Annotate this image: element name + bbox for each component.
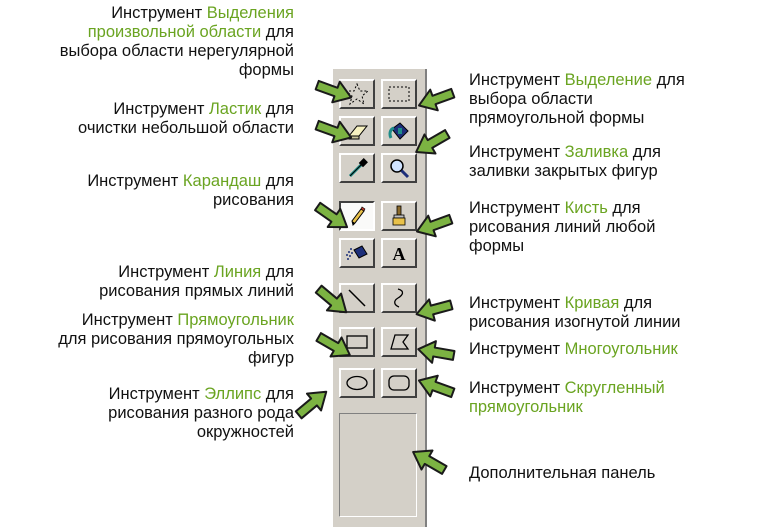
brush-icon — [392, 205, 406, 226]
rectangle-tool-button[interactable] — [339, 327, 375, 357]
magnifier-tool-button[interactable] — [381, 153, 417, 183]
extra-options-panel[interactable] — [339, 413, 417, 517]
color-picker-tool-button[interactable] — [339, 153, 375, 183]
label-curve: Инструмент Кривая для рисования изогнуто… — [469, 294, 681, 331]
fill-tool-button[interactable] — [381, 116, 417, 146]
airbrush-tool-button[interactable] — [339, 238, 375, 268]
label-ellipse: Инструмент Эллипс для рисования разного … — [108, 385, 294, 441]
paint-bucket-icon — [388, 122, 409, 140]
line-tool-button[interactable] — [339, 283, 375, 313]
magnifier-icon — [390, 159, 410, 179]
ellipse-icon — [346, 375, 368, 391]
label-rounded-rect: Инструмент Скругленный прямоугольник — [469, 379, 665, 416]
label-fill: Инструмент Заливка для заливки закрытых … — [469, 143, 661, 180]
rectangle-icon — [346, 335, 368, 349]
label-polygon: Инструмент Многоугольник — [469, 340, 678, 358]
arrow-ellipse — [290, 382, 335, 425]
text-a-icon: A — [393, 244, 406, 264]
label-brush: Инструмент Кисть для рисования линий люб… — [469, 199, 656, 255]
rounded-rectangle-icon — [388, 375, 410, 391]
label-line: Инструмент Линия для рисования прямых ли… — [99, 263, 294, 300]
label-rectangle: Инструмент Прямоугольник для рисования п… — [58, 311, 294, 367]
rounded-rect-tool-button[interactable] — [381, 368, 417, 398]
label-pencil: Инструмент Карандаш для рисования — [87, 172, 294, 209]
star-dashed-icon — [344, 82, 370, 106]
airbrush-icon — [346, 245, 368, 260]
select-tool-button[interactable] — [381, 79, 417, 109]
dashed-rectangle-icon — [388, 86, 410, 102]
svg-text:A: A — [393, 244, 406, 264]
pencil-tool-button[interactable] — [339, 201, 375, 231]
curve-tool-button[interactable] — [381, 283, 417, 313]
ellipse-tool-button[interactable] — [339, 368, 375, 398]
eraser-icon — [347, 125, 369, 140]
eyedropper-icon — [348, 158, 368, 178]
polygon-tool-button[interactable] — [381, 327, 417, 357]
pencil-icon — [351, 206, 366, 226]
label-free-select: Инструмент Выделения произвольной област… — [59, 4, 294, 79]
polygon-icon — [390, 334, 410, 350]
text-tool-button[interactable]: A — [381, 238, 417, 268]
label-extra-panel: Дополнительная панель — [469, 464, 656, 482]
eraser-tool-button[interactable] — [339, 116, 375, 146]
label-select: Инструмент Выделение для выбора области … — [469, 71, 685, 127]
free-select-tool-button[interactable] — [339, 79, 375, 109]
brush-tool-button[interactable] — [381, 201, 417, 231]
line-icon — [348, 289, 366, 307]
curve-icon — [394, 288, 404, 308]
label-eraser: Инструмент Ластик для очистки небольшой … — [78, 100, 294, 137]
